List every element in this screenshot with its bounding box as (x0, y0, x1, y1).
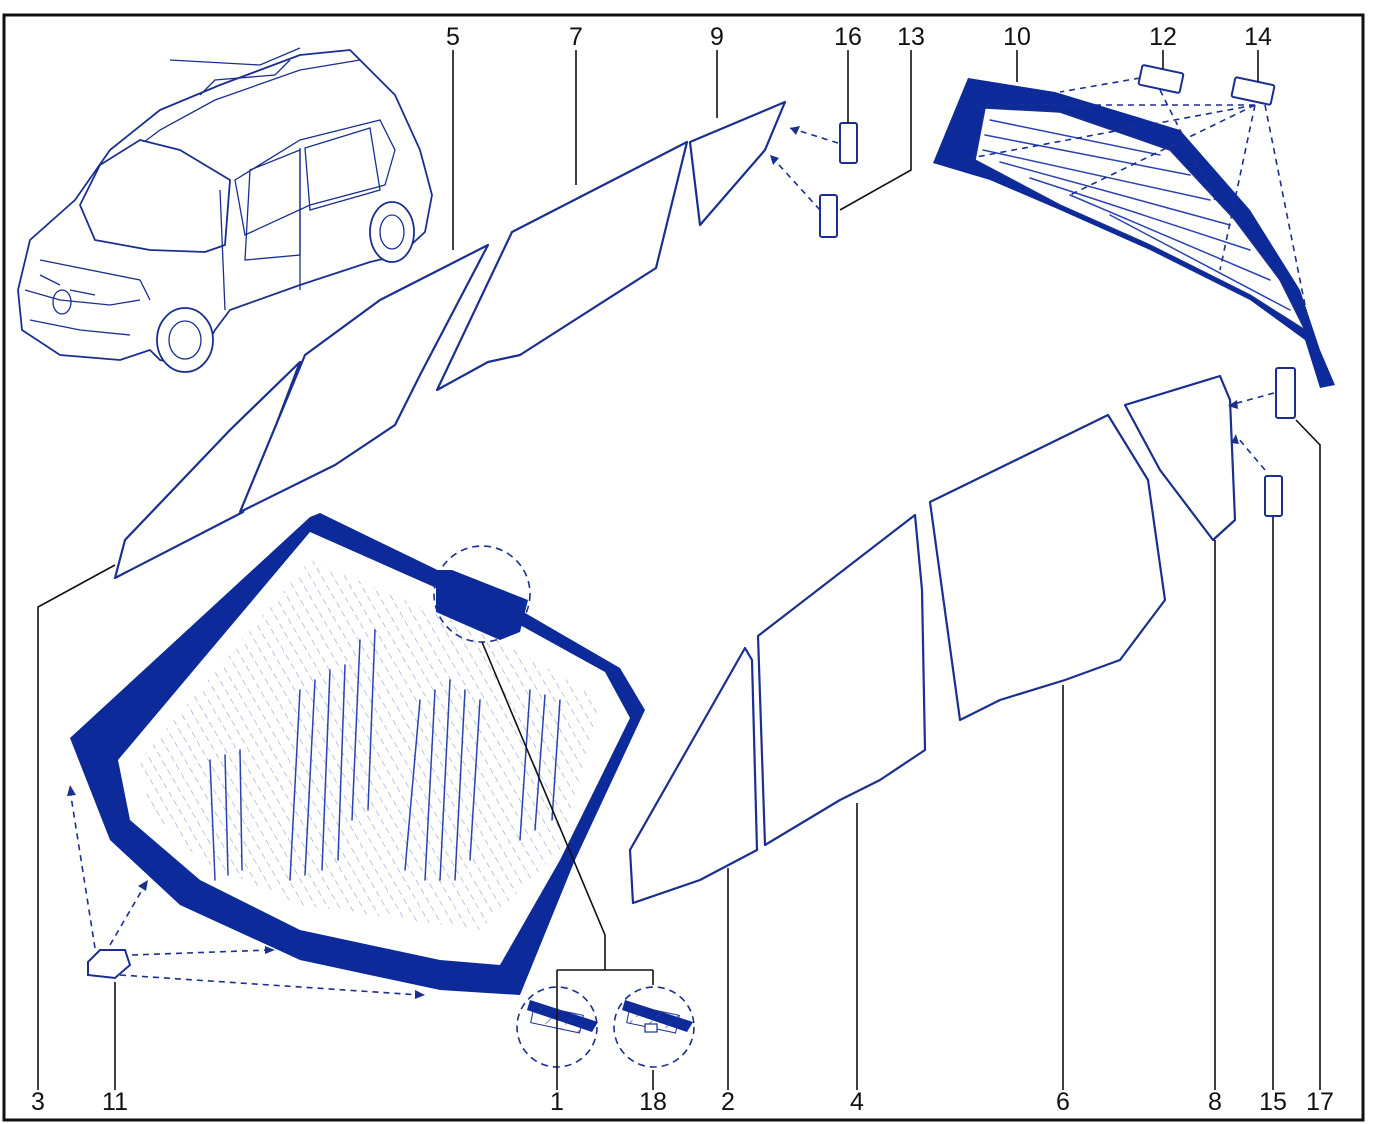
callout-14: 14 (1244, 23, 1272, 51)
callout-13: 13 (897, 23, 925, 51)
callout-11: 11 (102, 1088, 128, 1116)
callout-6: 6 (1056, 1088, 1070, 1116)
part-11-clip (87, 949, 132, 980)
callout-5: 5 (446, 23, 460, 51)
callout-4: 4 (850, 1088, 864, 1116)
leader-lines (37, 50, 1321, 1090)
part-3-front-quarter-glass (113, 360, 302, 580)
part-16-clip (839, 122, 858, 164)
arrows-11 (69, 789, 421, 996)
windscreen (70, 513, 645, 995)
callout-10: 10 (1003, 23, 1031, 51)
part-5-front-door-glass (238, 243, 490, 514)
callout-17: 17 (1306, 1088, 1334, 1116)
arrows-10 (959, 77, 1311, 331)
callout-3: 3 (31, 1088, 45, 1116)
callout-18: 18 (639, 1088, 667, 1116)
arrows-8 (1229, 392, 1275, 471)
callout-12: 12 (1149, 23, 1177, 51)
car-illustration (17, 47, 433, 373)
callout-labels: 5 7 9 16 13 10 12 14 3 11 1 18 2 4 6 8 1… (31, 23, 1334, 1116)
callout-8: 8 (1208, 1088, 1222, 1116)
callout-7: 7 (569, 23, 583, 51)
part-9-rear-quarter-glass (688, 100, 787, 227)
detail-18-circle (613, 986, 695, 1068)
part-8-rear-quarter-glass (1123, 374, 1237, 542)
part-13-clip (819, 194, 838, 238)
part-6-rear-door-glass (928, 413, 1167, 722)
callout-15: 15 (1259, 1088, 1287, 1116)
part-10-rear-window (933, 78, 1335, 388)
part-17-clip (1275, 367, 1296, 419)
callout-9: 9 (710, 23, 724, 51)
arrow-13 (769, 154, 821, 211)
sun-strip-tint (436, 570, 528, 640)
part-15-clip (1264, 475, 1283, 517)
arrow-16 (789, 127, 839, 144)
part-12-clip (1137, 64, 1185, 94)
diagram-border (2, 13, 1365, 1122)
callout-1: 1 (550, 1088, 564, 1116)
callout-2: 2 (721, 1088, 735, 1116)
part-4-front-door-glass (756, 513, 927, 847)
part-7-rear-door-glass (435, 140, 689, 392)
part-14-clip (1230, 76, 1276, 106)
callout-16: 16 (834, 23, 862, 51)
part-2-front-quarter-glass (628, 646, 759, 905)
